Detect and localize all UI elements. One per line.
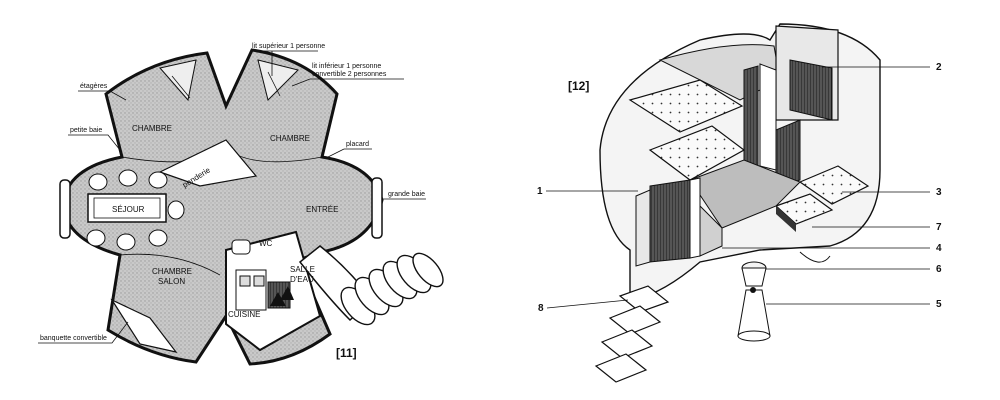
annotation-banquette: banquette convertible bbox=[40, 335, 107, 342]
annotation-grande-baie: grande baie bbox=[388, 191, 425, 198]
room-label-entree: ENTRÉE bbox=[306, 205, 338, 214]
annotation-lit-inferieur-2: convertible 2 personnes bbox=[312, 71, 387, 78]
callout-5: 5 bbox=[936, 299, 942, 310]
room-label-cuisine: CUISINE bbox=[228, 310, 260, 319]
floor-plan: CHAMBRE CHAMBRE penderie SÉJOUR ENTRÉE W… bbox=[38, 43, 444, 366]
room-label-deau: D'EAU bbox=[290, 275, 314, 284]
callout-6: 6 bbox=[936, 264, 942, 275]
callout-1: 1 bbox=[537, 186, 543, 197]
annotation-lit-inferieur-1: lit inférieur 1 personne bbox=[312, 63, 381, 70]
callout-4: 4 bbox=[936, 243, 942, 254]
callout-3: 3 bbox=[936, 187, 942, 198]
room-label-chambre-salon-2: SALON bbox=[158, 277, 185, 286]
room-label-sejour: SÉJOUR bbox=[112, 205, 145, 214]
figure-12-caption: [12] bbox=[568, 79, 589, 93]
room-label-chambre-right: CHAMBRE bbox=[270, 134, 310, 143]
room-label-chambre-left: CHAMBRE bbox=[132, 124, 172, 133]
entrance-steps bbox=[594, 285, 670, 383]
callout-7: 7 bbox=[936, 222, 942, 233]
axonometric-cutaway: [12] 1 2 3 7 4 6 5 8 bbox=[537, 23, 942, 383]
annotation-lit-superieur: lit supérieur 1 personne bbox=[252, 43, 325, 50]
annotation-etageres: étagères bbox=[80, 83, 108, 90]
annotation-petite-baie: petite baie bbox=[70, 127, 102, 134]
room-label-chambre-salon-1: CHAMBRE bbox=[152, 267, 192, 276]
figure-11-caption: [11] bbox=[336, 346, 357, 360]
room-label-wc: WC bbox=[259, 239, 273, 248]
callout-8: 8 bbox=[538, 303, 544, 314]
callout-2: 2 bbox=[936, 62, 942, 73]
annotation-placard: placard bbox=[346, 141, 369, 148]
entrance-tube bbox=[298, 245, 444, 326]
room-label-salle: SALLE bbox=[290, 265, 315, 274]
